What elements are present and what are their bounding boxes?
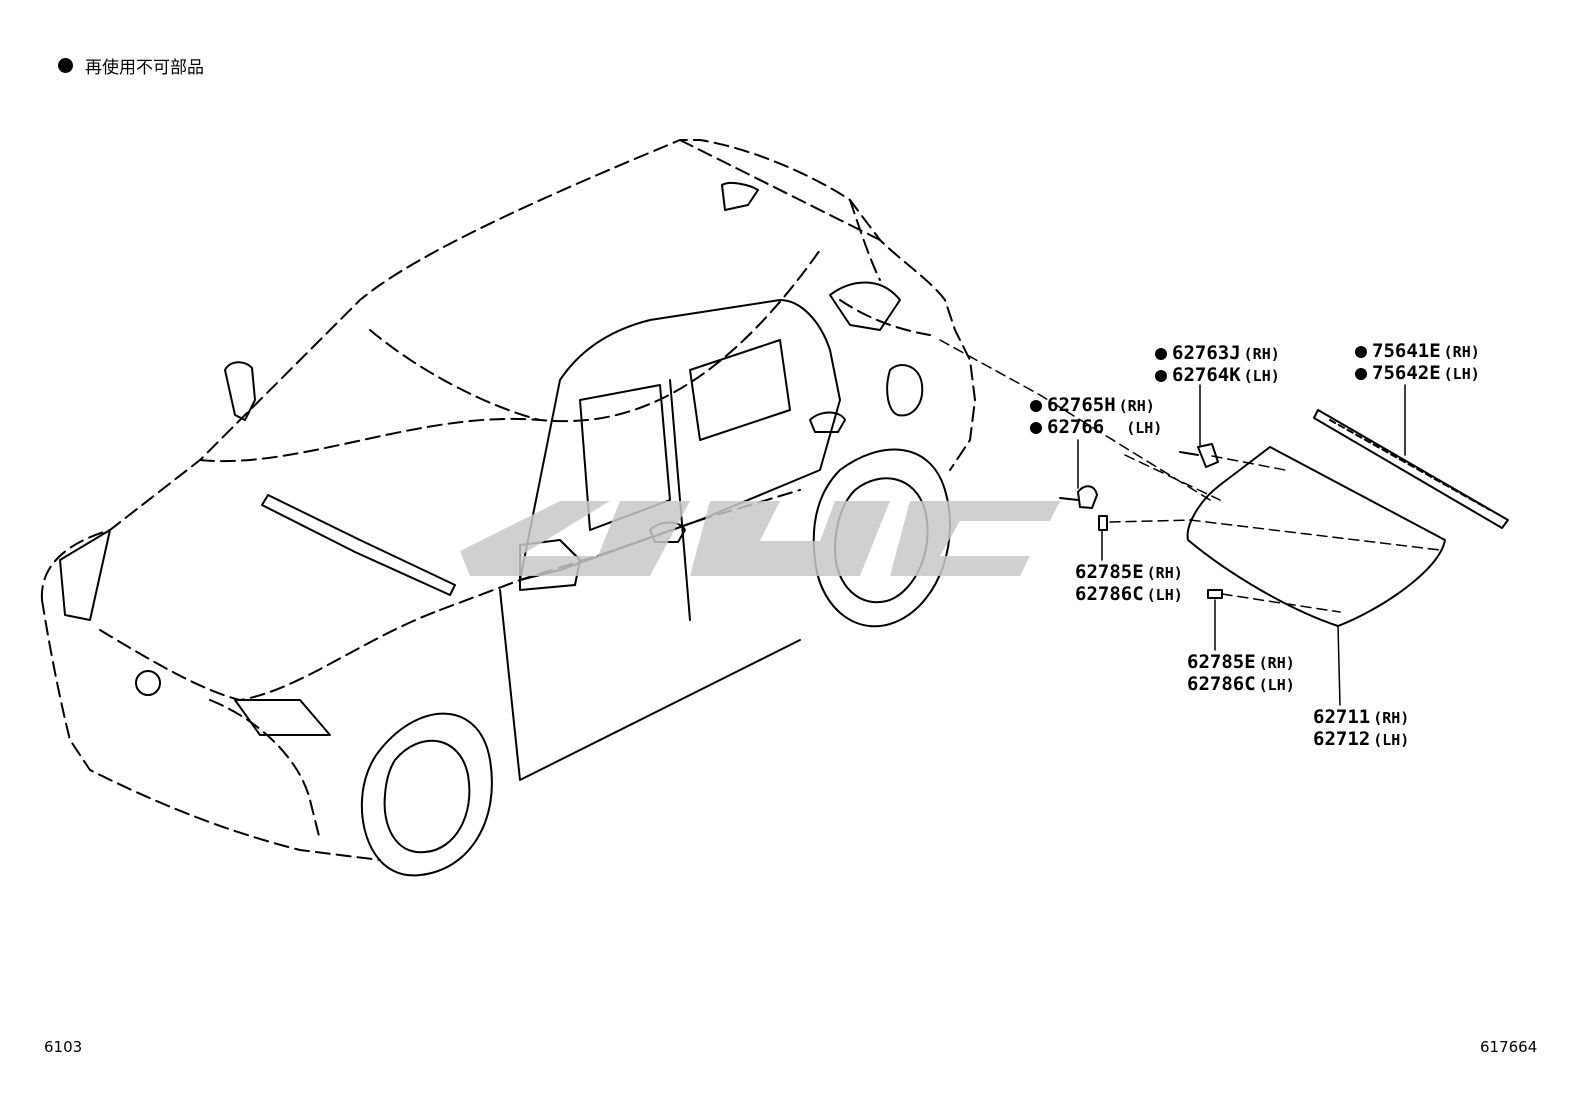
- non-reusable-bullet-icon: [1030, 422, 1042, 434]
- callout-62785e-lower: 62785E(RH) 62786C(LH): [1187, 651, 1295, 695]
- watermark-logo: [440, 450, 1080, 630]
- non-reusable-bullet-icon: [1155, 370, 1167, 382]
- legend-text: 再使用不可部品: [85, 58, 204, 78]
- callout-62785e-upper: 62785E(RH) 62786C(LH): [1075, 561, 1183, 605]
- callout-lines: [1077, 384, 1406, 706]
- non-reusable-bullet-icon: [58, 58, 73, 73]
- vehicle-outline: [40, 139, 976, 861]
- leader-lines: [939, 339, 1441, 613]
- non-reusable-bullet-icon: [1355, 368, 1367, 380]
- legend: 再使用不可部品: [58, 53, 204, 78]
- quarter-glass: [1186, 446, 1446, 627]
- callout-62765h: 62765H(RH) 62766(LH): [1030, 395, 1162, 439]
- figure-code-left: 6103: [44, 1038, 83, 1056]
- small-parts: [1059, 443, 1223, 599]
- non-reusable-bullet-icon: [1355, 346, 1367, 358]
- moulding: [1313, 409, 1509, 529]
- non-reusable-bullet-icon: [1155, 348, 1167, 360]
- callout-62711: 62711(RH) 62712(LH): [1313, 706, 1410, 750]
- callout-75641e: 75641E(RH) 75642E(LH): [1355, 341, 1480, 385]
- callout-62763j: 62763J(RH) 62764K(LH): [1155, 343, 1280, 387]
- non-reusable-bullet-icon: [1030, 400, 1042, 412]
- figure-code-right: 617664: [1480, 1038, 1538, 1056]
- vehicle-details: [59, 181, 951, 877]
